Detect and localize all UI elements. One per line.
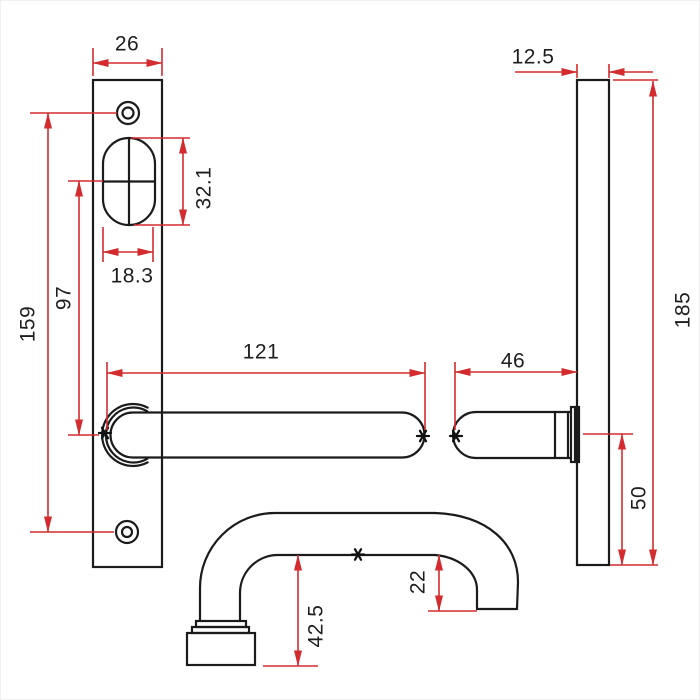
handle-top-view (185, 511, 520, 667)
front-view-backplate (91, 78, 164, 569)
dim-label-plate-thickness: 12.5 (511, 45, 555, 69)
dim-label-lever-length-front: 121 (242, 340, 280, 364)
dim-label-lever-to-bottom: 50 (627, 485, 651, 511)
lever-front-view (101, 402, 426, 468)
asterisk-marker-icon (448, 429, 464, 443)
cylinder-hole (101, 136, 157, 227)
dim-label-screw-spacing: 159 (16, 305, 40, 343)
dim-label-cylinder-height: 32.1 (192, 166, 216, 210)
dimension-lines (44, 59, 657, 667)
side-view-backplate (575, 78, 611, 567)
dim-label-grip-end-offset: 22 (406, 569, 430, 595)
asterisk-marker-icon (350, 548, 366, 561)
lever-side-view (451, 405, 581, 464)
dim-label-cylinder-to-lever: 97 (52, 285, 76, 311)
dim-label-plate-width: 26 (114, 32, 140, 56)
dim-label-plate-height: 185 (671, 291, 695, 329)
dim-label-handle-projection: 42.5 (304, 604, 328, 648)
top-screw-hole (115, 100, 141, 126)
dim-label-cylinder-width: 18.3 (110, 264, 154, 288)
bottom-screw-hole (114, 519, 140, 545)
dim-label-lever-length-side: 46 (500, 349, 526, 373)
extension-lines (30, 48, 658, 667)
asterisk-marker-icon (415, 429, 431, 443)
